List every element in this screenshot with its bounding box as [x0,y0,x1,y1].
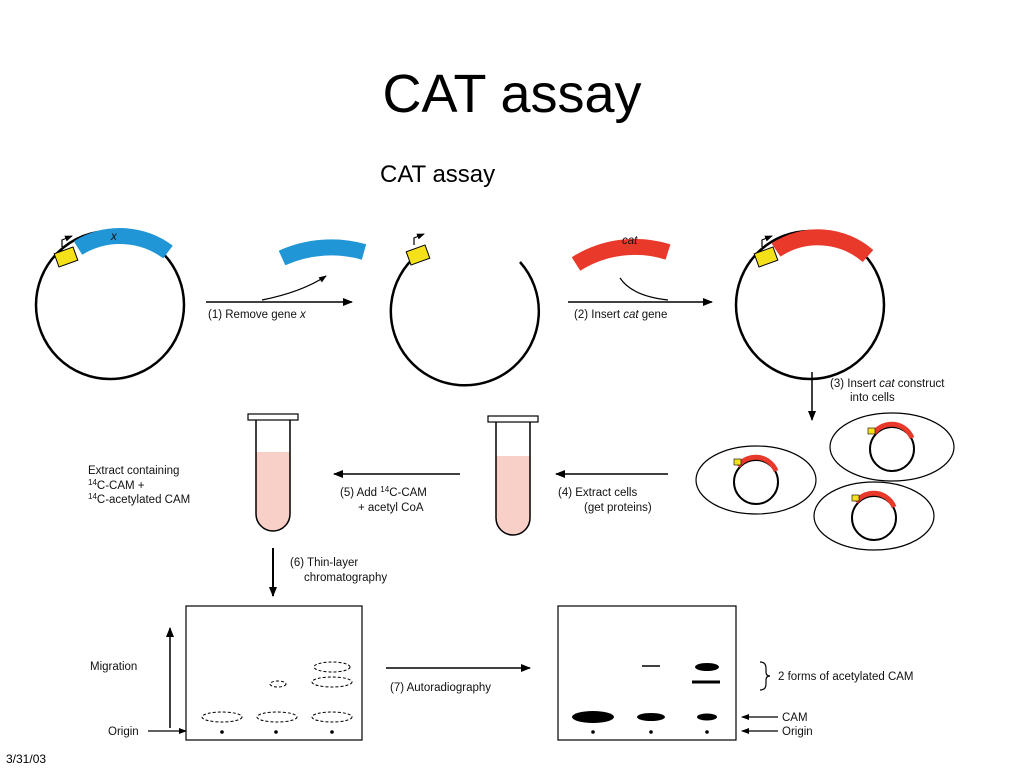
slide-date: 3/31/03 [6,752,47,766]
promoter-arrow-icon [413,233,425,245]
step2-arrow: (2) Insert cat gene [568,277,713,321]
plasmid-with-cat [734,229,886,381]
transfected-cell [829,412,955,482]
step4-label: (4) Extract cells [558,487,637,499]
extract-label-line3: 14C-acetylated CAM [88,492,190,506]
step5-arrow: (5) Add 14C-CAM + acetyl CoA [333,470,460,514]
step5-label-line2: + acetyl CoA [358,502,424,514]
acetylated-label: 2 forms of acetylated CAM [778,671,914,683]
promoter-arrow-icon [61,235,73,247]
autoradiograph: 2 forms of acetylated CAM CAM Origin [557,605,914,741]
step5-label: (5) Add 14C-CAM [340,485,427,499]
step7-arrow: (7) Autoradiography [386,664,531,694]
step6-arrow: (6) Thin-layer chromatography [269,548,387,597]
tlc-plate: Migration Origin [90,605,363,741]
brace [759,661,771,691]
cat-gene-fragment [571,238,671,271]
migration-label: Migration [90,661,137,673]
promoter-arrow-icon [761,235,773,247]
step7-label: (7) Autoradiography [390,682,491,694]
cat-segment [771,229,874,263]
test-tube-extract [487,415,539,536]
step1-label: (1) Remove gene x [208,309,307,321]
step3-label-line2: into cells [850,392,895,404]
step3-arrow: (3) Insert cat construct into cells [808,372,945,421]
test-tube-reaction [247,413,299,532]
gene-x-segment [73,228,173,259]
slide-title: CAT assay [382,64,642,124]
opened-plasmid [389,233,541,387]
extract-label-line2: 14C-CAM + [88,478,145,492]
extract-label-line1: Extract containing [88,465,179,477]
gene-x-label: x [110,231,118,243]
promoter-box [405,244,431,266]
autorad-origin-label: Origin [782,726,813,738]
cat-gene-label: cat [622,235,638,247]
origin-label: Origin [108,726,139,738]
plasmid-with-gene-x: x [34,228,186,381]
step2-label: (2) Insert cat gene [574,309,667,321]
promoter-box [753,246,779,268]
step1-arrow: (1) Remove gene x [206,275,353,321]
step6-label: (6) Thin-layer [290,557,358,569]
transfected-cell [813,481,935,551]
figure-title: CAT assay [380,161,496,188]
transfected-cell [695,445,817,515]
step3-label: (3) Insert cat construct [830,378,945,390]
step4-arrow: (4) Extract cells (get proteins) [555,470,668,514]
step6-label-line2: chromatography [304,572,387,584]
promoter-box [53,246,79,268]
cam-label: CAM [782,712,808,724]
step4-label-line2: (get proteins) [584,502,652,514]
removed-gene-x [278,239,367,266]
